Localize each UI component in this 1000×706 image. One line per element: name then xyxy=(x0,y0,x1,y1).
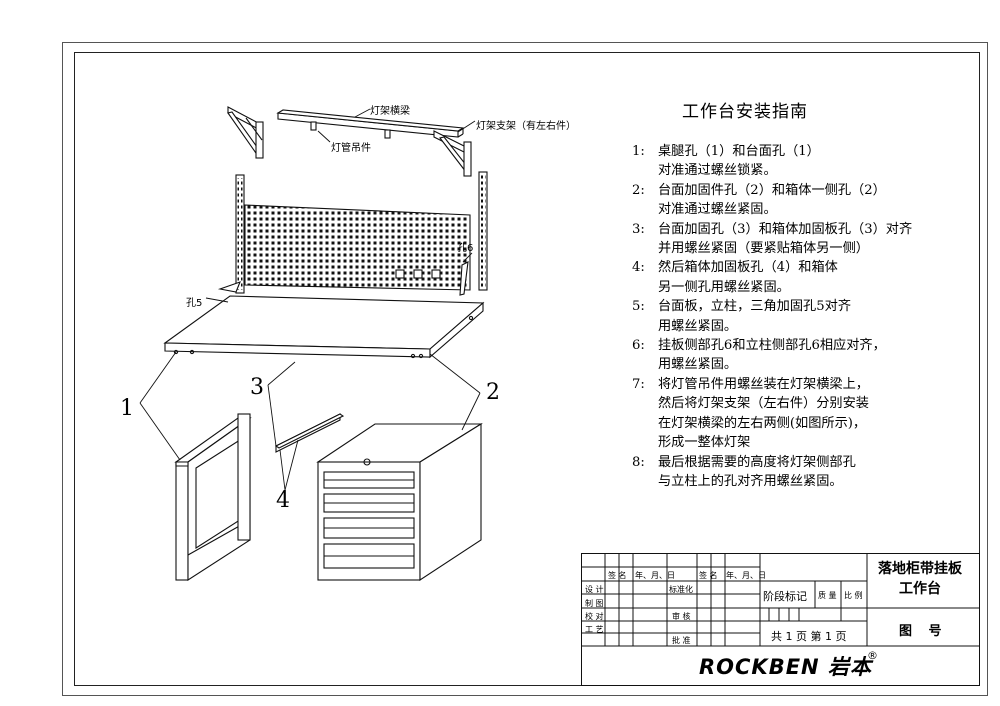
tb-drawing: 制 图 xyxy=(585,599,604,608)
label-hole-6: 孔6 xyxy=(457,243,474,254)
label-hole-5: 孔5 xyxy=(186,298,203,309)
step-number: 4: xyxy=(632,260,645,276)
callout-2: 2 xyxy=(486,380,500,405)
step-text-line: 对准通过螺丝锁紧。 xyxy=(658,163,777,179)
step-text-line: 将灯管吊件用螺丝装在灯架横梁上， xyxy=(658,376,869,392)
step-text-line: 挂板侧部孔6和立柱侧部孔6相应对齐， xyxy=(658,338,886,354)
product-name-line-2: 工作台 xyxy=(899,581,941,597)
instruction-list: 1: 桌腿孔（1）和台面孔（1） 对准通过螺丝锁紧。 2: 台面加固件孔（2）和箱体一侧… xyxy=(632,142,962,491)
instruction-step: 1: 桌腿孔（1）和台面孔（1） 对准通过螺丝锁紧。 xyxy=(632,142,962,181)
instruction-step: 7: 将灯管吊件用螺丝装在灯架横梁上， 然后将灯架支架（左右件）分别安装在灯架横梁的… xyxy=(632,375,962,453)
brand-logo: ROCKBEN 岩本 xyxy=(699,655,872,679)
step-text-line: 在灯架横梁的左右两侧(如图所示)， xyxy=(658,415,867,431)
product-name: 落地柜带挂板 工作台 xyxy=(865,559,975,599)
inner-frame xyxy=(74,52,980,686)
light-bracket-left xyxy=(227,106,264,159)
tb-process: 工 艺 xyxy=(585,625,604,634)
step-text-line: 并用螺丝紧固（要紧贴箱体另一侧） xyxy=(658,241,869,257)
step-text-line: 然后箱体加固板孔（4）和箱体 xyxy=(658,260,838,276)
step-number: 1: xyxy=(632,144,645,159)
callout-4: 4 xyxy=(276,488,290,513)
step-text-line: 台面加固件孔（2）和箱体一侧孔（2） xyxy=(658,182,886,198)
tb-weight: 质 量 xyxy=(818,591,837,600)
tb-sign: 签 名 xyxy=(608,571,627,580)
callout-3: 3 xyxy=(250,375,264,400)
assembly-drawing xyxy=(139,106,488,582)
instruction-step: 3: 台面加固孔（3）和箱体加固板孔（3）对齐并用螺丝紧固（要紧贴箱体另一侧） xyxy=(632,220,962,259)
outer-frame xyxy=(62,42,988,696)
instruction-step: 8: 最后根据需要的高度将灯架侧部孔与立柱上的孔对齐用螺丝紧固。 xyxy=(632,453,962,492)
step-text-line: 用螺丝紧固。 xyxy=(658,357,738,373)
instruction-step: 6: 挂板侧部孔6和立柱侧部孔6相应对齐， 用螺丝紧固。 xyxy=(632,336,962,375)
step-number: 3: xyxy=(632,221,645,237)
tb-stage-mark: 阶段标记 xyxy=(763,590,807,603)
light-bracket-right xyxy=(433,130,472,177)
label-tube-hanger: 灯管吊件 xyxy=(331,143,371,154)
tb-scale: 比 例 xyxy=(844,591,863,600)
label-light-beam: 灯架横梁 xyxy=(370,106,410,117)
table-top xyxy=(163,295,485,359)
leg-frame xyxy=(174,413,252,582)
tb-date: 年、月、日 xyxy=(635,571,675,580)
registered-mark: ® xyxy=(867,649,878,662)
tb-review: 审 核 xyxy=(672,612,691,621)
tb-standard: 标准化 xyxy=(669,585,693,594)
step-text-line: 与立柱上的孔对齐用螺丝紧固。 xyxy=(658,473,843,489)
step-text-line: 另一侧孔用螺丝紧固。 xyxy=(658,279,790,295)
tb-approve: 批 准 xyxy=(672,636,691,645)
title-block: 签 名 年、月、日 签 名 年、月、日 设 计 标准化 制 图 校 对 审 核 … xyxy=(581,553,980,686)
tb-date-2: 年、月、日 xyxy=(726,571,766,580)
step-number: 5: xyxy=(632,299,645,315)
step-number: 8: xyxy=(632,454,645,470)
instruction-step: 5: 台面板，立柱，三角加固孔5对齐用螺丝紧固。 xyxy=(632,297,962,336)
step-text-line: 然后将灯架支架（左右件）分别安装 xyxy=(658,396,869,412)
reinforcement-bar xyxy=(274,413,345,453)
callout-1: 1 xyxy=(120,396,134,421)
product-name-line-1: 落地柜带挂板 xyxy=(878,561,962,577)
tb-design: 设 计 xyxy=(585,585,604,594)
step-text-line: 台面板，立柱，三角加固孔5对齐 xyxy=(658,299,852,315)
pegboard-panel xyxy=(244,204,471,291)
step-text-line: 台面加固孔（3）和箱体加固板孔（3）对齐 xyxy=(658,221,913,237)
step-text-line: 最后根据需要的高度将灯架侧部孔 xyxy=(658,454,856,470)
tb-sign-2: 签 名 xyxy=(699,571,718,580)
label-light-bracket: 灯架支架（有左右件） xyxy=(476,121,576,132)
step-text-line: 桌腿孔（1）和台面孔（1） xyxy=(658,144,820,159)
instruction-step: 2: 台面加固件孔（2）和箱体一侧孔（2） 对准通过螺丝紧固。 xyxy=(632,181,962,220)
page-title: 工作台安装指南 xyxy=(682,102,808,122)
step-number: 6: xyxy=(632,338,645,354)
light-beam xyxy=(276,109,465,139)
step-number: 2: xyxy=(632,182,645,198)
step-number: 7: xyxy=(632,376,645,392)
instruction-step: 4: 然后箱体加固板孔（4）和箱体另一侧孔用螺丝紧固。 xyxy=(632,258,962,297)
step-text-line: 对准通过螺丝紧固。 xyxy=(658,202,777,218)
drawing-number-label: 图 号 xyxy=(899,624,948,639)
step-text-line: 形成一整体灯架 xyxy=(658,435,751,451)
tb-pages: 共 1 页 第 1 页 xyxy=(771,630,847,643)
drawer-cabinet xyxy=(316,423,483,582)
step-text-line: 用螺丝紧固。 xyxy=(658,318,738,334)
tb-check: 校 对 xyxy=(585,612,604,621)
